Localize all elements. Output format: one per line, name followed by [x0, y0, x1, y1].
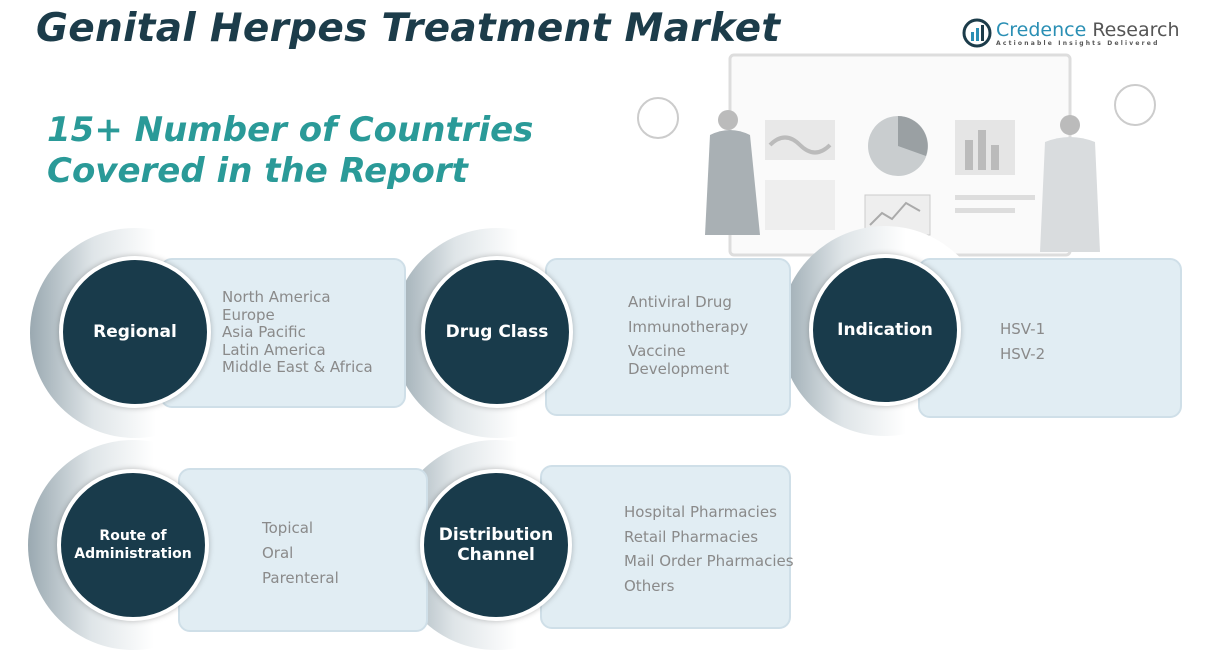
logo-tagline: Actionable Insights Delivered — [996, 39, 1160, 47]
bar-chart-logo-icon — [962, 18, 992, 48]
segment-box-route — [178, 468, 428, 632]
segment-item: Oral — [262, 544, 294, 562]
segment-item: Vaccine Development — [628, 342, 729, 378]
segment-circle-drug-class: Drug Class — [421, 256, 573, 408]
page-title: Genital Herpes Treatment Market — [36, 6, 781, 51]
segment-item: Hospital Pharmacies — [624, 503, 777, 521]
segment-circle-regional: Regional — [59, 256, 211, 408]
segment-item: Europe — [222, 305, 275, 324]
segment-circle-indication: Indication — [809, 254, 961, 406]
logo-name-credence: Credence — [996, 18, 1087, 41]
segment-item: Others — [624, 576, 675, 595]
logo-name-research: Research — [1092, 18, 1180, 41]
segment-item: HSV-1 — [1000, 320, 1046, 338]
segment-item: Topical — [262, 519, 314, 537]
segment-item: Latin America — [222, 340, 326, 359]
segment-item: Immunotherapy — [628, 317, 749, 336]
segment-item: Retail Pharmacies — [624, 527, 759, 546]
segment-circle-distribution: Distribution Channel — [420, 469, 572, 621]
segment-item: Parenteral — [262, 569, 339, 587]
segment-item: Antiviral Drug — [628, 293, 732, 311]
segment-item: Mail Order Pharmacies — [624, 552, 794, 570]
presentation-illustration — [637, 53, 1156, 257]
segment-item: North America — [222, 288, 331, 306]
segment-item: Middle East & Africa — [222, 358, 373, 376]
subtitle-line-1: 15+ Number of Countries — [47, 110, 534, 150]
segment-circle-route: Route of Administration — [57, 469, 209, 621]
segment-item: HSV-2 — [1000, 345, 1046, 363]
segment-box-indication — [918, 258, 1182, 418]
segment-box-drug-class — [545, 258, 791, 416]
segment-item: Asia Pacific — [222, 323, 306, 341]
subtitle-line-2: Covered in the Report — [47, 151, 468, 191]
credence-research-logo: Credence Research Actionable Insights De… — [962, 18, 1179, 48]
